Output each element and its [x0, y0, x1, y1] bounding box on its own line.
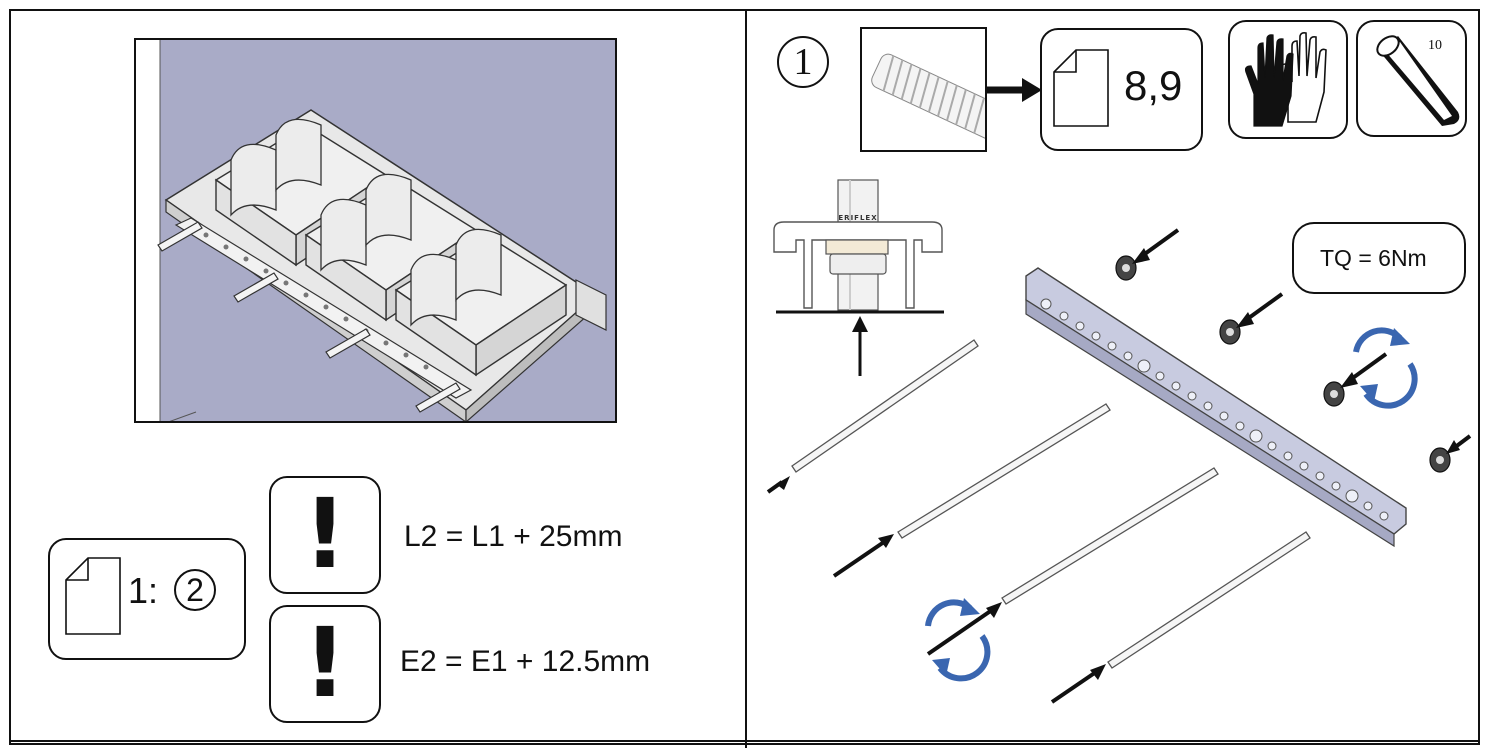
scale-ratio-box: 1: 2	[48, 538, 246, 660]
detail-inset-drawing: ERIFLEX	[773, 179, 944, 376]
exploded-view-drawing	[766, 228, 1472, 704]
page-reference-box: 8,9	[1040, 28, 1203, 151]
warning-text-1: L2 = L1 + 25mm	[404, 520, 623, 553]
bottom-divider	[9, 740, 1480, 742]
page-icon	[65, 557, 121, 635]
warning-icon: !	[303, 478, 347, 590]
torque-value: TQ = 6Nm	[1320, 245, 1427, 271]
page-border	[9, 9, 1480, 745]
pointer-arrow-icon	[766, 228, 1472, 704]
page-reference: 8,9	[1124, 62, 1183, 109]
arrow-right-icon	[986, 78, 1042, 102]
warning-icon: !	[303, 607, 347, 719]
ratio-step-circle: 2	[174, 569, 216, 611]
threaded-rod-icon	[871, 53, 985, 142]
warning-box-1: !	[269, 476, 381, 594]
hex-key-icon	[1376, 35, 1460, 126]
step-number: 1	[793, 41, 813, 83]
perforated-rail	[1025, 267, 1407, 548]
gloves-box	[1228, 20, 1348, 139]
ratio-prefix: 1:	[128, 570, 159, 611]
threaded-rod-box	[860, 27, 987, 152]
hex-key-box: 10	[1356, 20, 1467, 137]
rod	[791, 339, 1311, 669]
warning-text-2: E2 = E1 + 12.5mm	[400, 645, 651, 678]
brand-label: ERIFLEX	[838, 214, 877, 222]
busbar-support-assembly-image	[136, 40, 615, 421]
assembly-render	[134, 38, 617, 423]
ratio-step-number: 2	[186, 572, 204, 608]
gloves-icon	[1244, 32, 1327, 127]
wrench-size: 10	[1428, 38, 1442, 53]
panel-divider	[745, 9, 747, 748]
warning-box-2: !	[269, 605, 381, 723]
torque-box: TQ = 6Nm	[1292, 222, 1466, 294]
step-number-circle: 1	[777, 36, 829, 88]
page-icon	[1053, 49, 1109, 127]
